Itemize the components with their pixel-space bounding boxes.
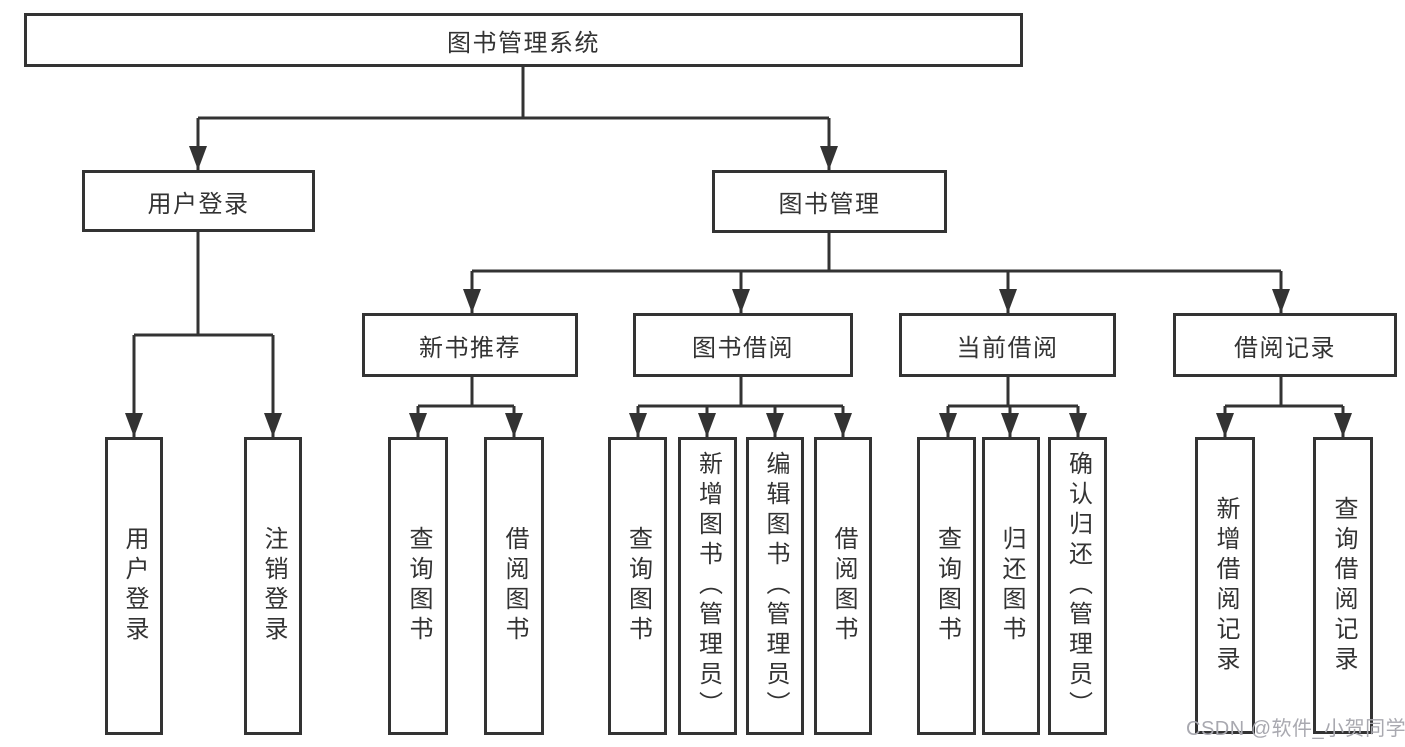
- node-label: 当前借阅: [956, 334, 1059, 362]
- node-borrowing-records: 借阅记录: [1173, 313, 1397, 377]
- leaf-add-books-admin: 新增图书（管理员）: [678, 437, 737, 735]
- node-label: 借阅记录: [1234, 334, 1336, 362]
- node-label: 编辑图书（管理员）: [762, 451, 789, 721]
- node-label: 归还图书: [998, 526, 1025, 646]
- leaf-edit-books-admin: 编辑图书（管理员）: [746, 437, 804, 735]
- csdn-watermark: CSDN @软件_小贺同学: [1186, 718, 1405, 740]
- node-current-borrowing: 当前借阅: [899, 313, 1116, 377]
- leaf-query-books-recommend: 查询图书: [388, 437, 448, 735]
- node-book-borrowing: 图书借阅: [633, 313, 853, 377]
- connector-paths: [132, 67, 1345, 437]
- node-label: 确认归还（管理员）: [1064, 451, 1092, 721]
- leaf-query-books-current: 查询图书: [917, 437, 976, 735]
- node-user-login: 用户登录: [82, 170, 315, 232]
- node-label: 新书推荐: [419, 334, 521, 362]
- leaf-user-login: 用户登录: [105, 437, 163, 735]
- node-label: 新增图书（管理员）: [694, 451, 722, 721]
- node-label: 用户登录: [147, 190, 250, 218]
- node-label: 用户登录: [121, 526, 148, 646]
- arrowhead-icons: [125, 146, 1352, 437]
- node-library-management-system: 图书管理系统: [24, 13, 1023, 67]
- leaf-borrow-books-borrowing: 借阅图书: [814, 437, 872, 735]
- leaf-borrow-books-recommend: 借阅图书: [484, 437, 544, 735]
- node-label: 图书管理系统: [447, 29, 600, 57]
- node-label: 借阅图书: [501, 526, 528, 646]
- leaf-query-borrow-record: 查询借阅记录: [1313, 437, 1373, 734]
- leaf-query-books-borrowing: 查询图书: [608, 437, 667, 735]
- leaf-add-borrow-record: 新增借阅记录: [1195, 437, 1255, 734]
- node-label: 借阅图书: [830, 526, 857, 646]
- node-label: 查询图书: [933, 526, 961, 646]
- leaf-confirm-return-admin: 确认归还（管理员）: [1048, 437, 1107, 735]
- leaf-return-books: 归还图书: [982, 437, 1040, 735]
- node-label: 查询图书: [624, 526, 652, 646]
- node-new-book-recommendation: 新书推荐: [362, 313, 578, 377]
- node-label: 查询借阅记录: [1330, 495, 1357, 676]
- node-book-management: 图书管理: [712, 170, 947, 233]
- node-label: 查询图书: [405, 526, 432, 646]
- node-label: 图书借阅: [692, 334, 794, 362]
- node-label: 图书管理: [778, 191, 881, 218]
- node-label: 新增借阅记录: [1212, 495, 1239, 676]
- leaf-logout-login: 注销登录: [244, 437, 302, 735]
- node-label: 注销登录: [260, 526, 287, 646]
